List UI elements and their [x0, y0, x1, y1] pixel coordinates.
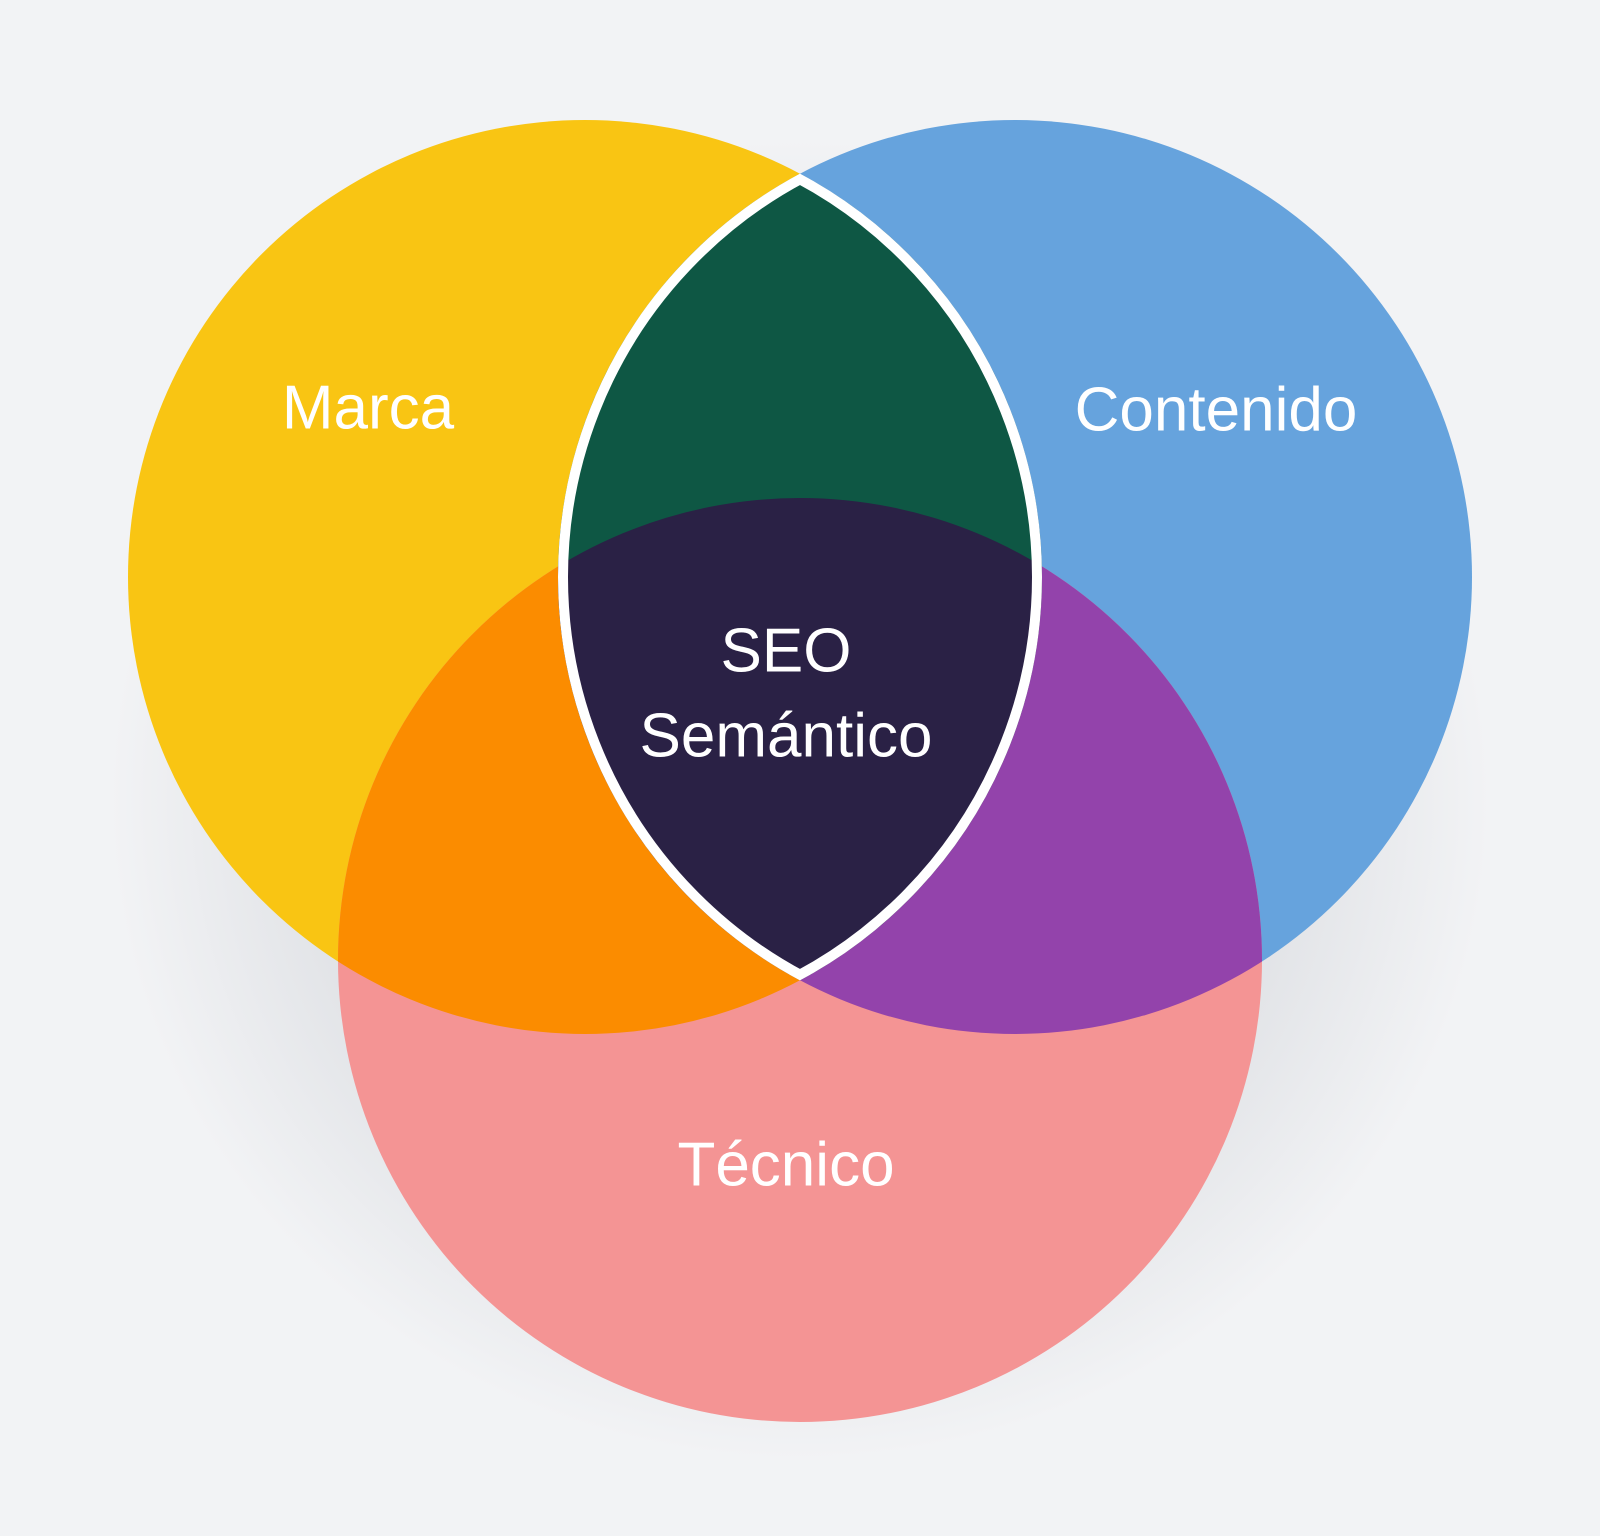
venn-label-center-line1: SEO — [721, 616, 852, 685]
venn-label-marca: Marca — [282, 373, 455, 442]
venn-label-contenido: Contenido — [1075, 375, 1358, 444]
venn-label-center-line2: Semántico — [640, 701, 933, 770]
venn-label-tecnico: Técnico — [677, 1130, 894, 1199]
